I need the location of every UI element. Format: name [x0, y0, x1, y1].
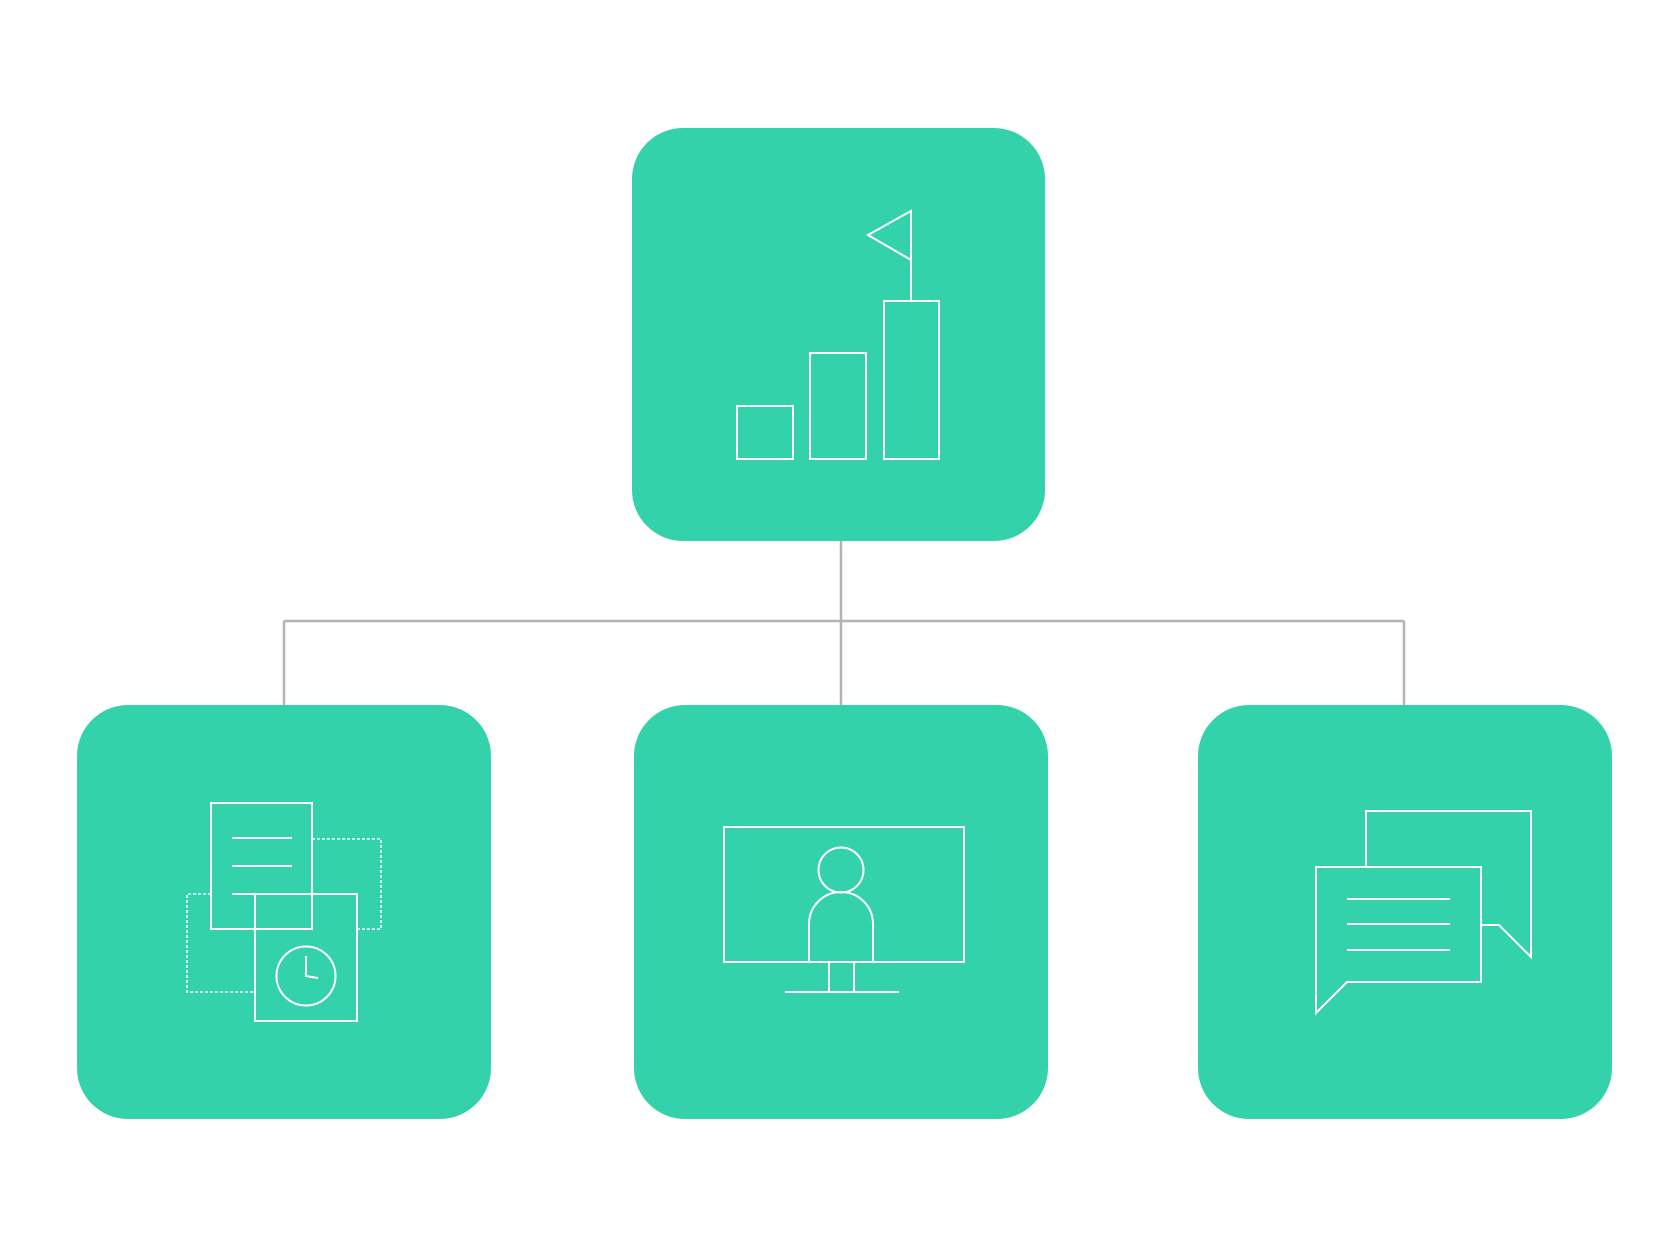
- chat-bubbles-icon: [1315, 810, 1532, 1016]
- node-right: [1198, 705, 1612, 1119]
- monitor-person-icon: [723, 826, 965, 993]
- node-root: [632, 128, 1045, 541]
- node-left-box: [77, 705, 491, 1119]
- documents-clock-icon: [186, 802, 382, 1022]
- node-center: [634, 705, 1048, 1119]
- bar-chart-flag-icon: [736, 209, 940, 460]
- connectors: [282, 540, 1406, 706]
- node-left: [77, 705, 491, 1119]
- node-center-box: [634, 705, 1048, 1119]
- node-root-box: [632, 128, 1045, 541]
- node-right-box: [1198, 705, 1612, 1119]
